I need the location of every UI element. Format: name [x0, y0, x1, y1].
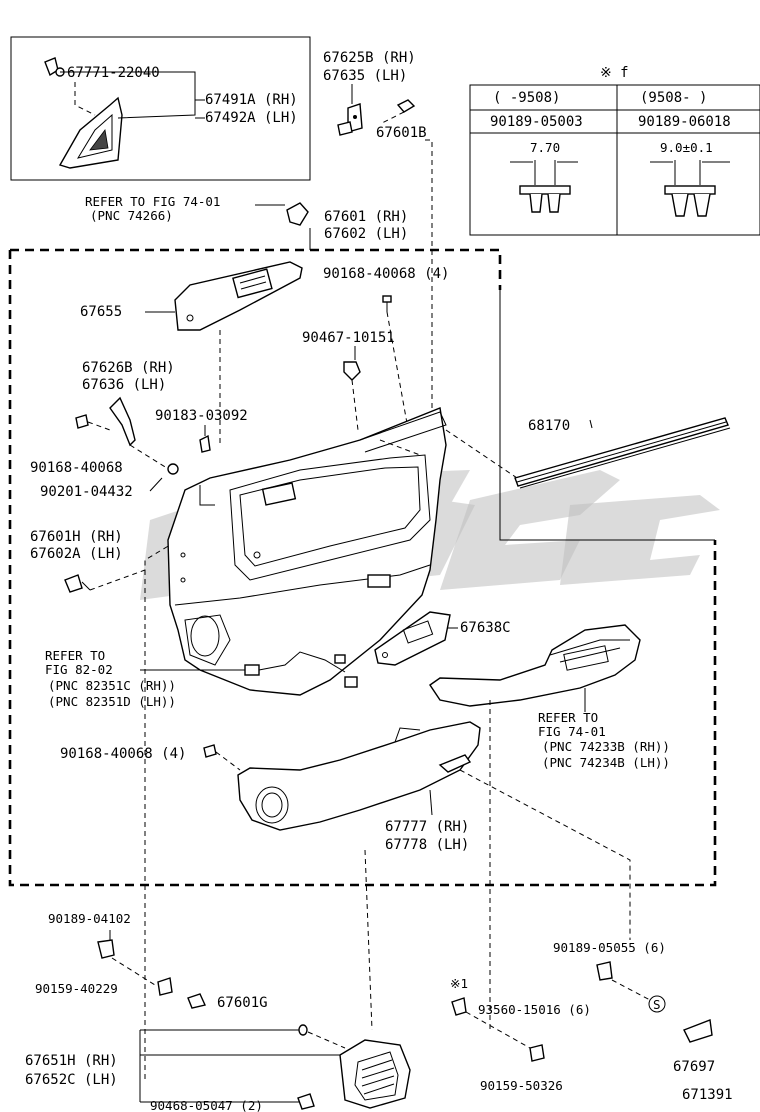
label-90168-top: 90168-40068 (4)	[323, 266, 449, 282]
clip-90183	[199, 434, 211, 453]
bracket-67625b	[337, 103, 363, 136]
door-panel-67601	[167, 407, 447, 696]
label-67638c: 67638C	[460, 620, 511, 636]
switch-base-74233b	[429, 624, 641, 707]
label-67601h: 67601H (RH)	[30, 529, 123, 545]
label-67697: 67697	[673, 1059, 715, 1075]
clip-67601b	[396, 99, 416, 113]
label-67778: 67778 (LH)	[385, 837, 469, 853]
spec-col2-header: (9508- )	[640, 90, 707, 106]
clip-67601h	[64, 574, 91, 593]
s-mark-circle	[648, 995, 666, 1013]
spec-col1-dim: 7.70	[530, 140, 560, 155]
label-67651h: 67651H (RH)	[25, 1053, 118, 1069]
label-93560: 93560-15016 (6)	[478, 1002, 591, 1017]
handle-74266	[286, 202, 309, 226]
label-67601b: 67601B	[376, 125, 427, 141]
bracket-67638c	[374, 611, 451, 666]
label-90189-04102: 90189-04102	[48, 911, 131, 926]
label-90183: 90183-03092	[155, 408, 248, 424]
label-67655: 67655	[80, 304, 122, 320]
label-67652c: 67652C (LH)	[25, 1072, 118, 1088]
screw-90159-50326	[529, 1044, 545, 1062]
leader	[60, 71, 196, 119]
label-67635: 67635 (LH)	[323, 68, 407, 84]
label-refer3-a: REFER TO	[538, 710, 598, 725]
harness-82351	[244, 651, 358, 688]
label-refer1-a: REFER TO FIG 74-01	[85, 194, 220, 209]
label-90468: 90468-05047 (2)	[150, 1098, 263, 1112]
label-s-mark: S	[653, 997, 661, 1012]
clip-93560	[451, 997, 467, 1016]
figure-number: 671391	[682, 1087, 733, 1103]
label-refer3-b: FIG 74-01	[538, 724, 606, 739]
label-67602a: 67602A (LH)	[30, 546, 123, 562]
spec-col1-header: ( -9508)	[493, 90, 560, 106]
label-67601: 67601 (RH)	[324, 209, 408, 225]
screw-90168-top	[382, 295, 392, 312]
label-90189-05055: 90189-05055 (6)	[553, 940, 666, 955]
label-90201: 90201-04432	[40, 484, 133, 500]
label-67491a: 67491A (RH)	[205, 92, 298, 108]
washer-90201	[167, 463, 179, 475]
clip-90189-05055	[596, 961, 613, 981]
label-67492a: 67492A (LH)	[205, 110, 298, 126]
bracket-67626b	[109, 396, 136, 447]
label-refer2-c: (PNC 82351C (RH))	[48, 678, 176, 693]
clip-90189-05003	[510, 160, 578, 213]
label-67602: 67602 (LH)	[324, 226, 408, 242]
label-refer2-a: REFER TO	[45, 648, 105, 663]
leader	[74, 82, 96, 116]
spec-col1-part: 90189-05003	[490, 114, 583, 130]
screw-90168-mid	[75, 414, 89, 429]
armrest-67777	[237, 721, 481, 831]
screw-90168-low	[203, 744, 217, 758]
spec-col2-part: 90189-06018	[638, 114, 731, 130]
clip-90468	[297, 1093, 315, 1110]
label-67636: 67636 (LH)	[82, 377, 166, 393]
clip-90189-06018	[650, 160, 730, 217]
label-67777: 67777 (RH)	[385, 819, 469, 835]
inset-box	[10, 36, 311, 181]
label-67626b: 67626B (RH)	[82, 360, 175, 376]
label-mark1: ※1	[450, 976, 468, 991]
label-90159-50326: 90159-50326	[480, 1078, 563, 1093]
panel-67655	[174, 261, 303, 331]
clip-67771	[44, 57, 65, 77]
label-90467: 90467-10151	[302, 330, 395, 346]
grille-67651h	[339, 1039, 411, 1109]
screw-90159-40229	[157, 977, 173, 996]
label-90168-low: 90168-40068 (4)	[60, 746, 186, 762]
label-refer2-b: FIG 82-02	[45, 662, 113, 677]
label-90168-mid: 90168-40068	[30, 460, 123, 476]
spec-mark: ※ f	[600, 65, 629, 81]
label-90159-40229: 90159-40229	[35, 981, 118, 996]
label-refer1-b: (PNC 74266)	[90, 208, 173, 223]
clip-90467	[343, 361, 361, 381]
label-68170: 68170	[528, 418, 570, 434]
label-refer2-d: (PNC 82351D (LH))	[48, 694, 176, 709]
clip-small-67651	[298, 1024, 308, 1036]
cap-67697	[683, 1019, 713, 1043]
clip-67601g	[187, 993, 206, 1009]
spec-table	[469, 84, 760, 236]
main-frame	[8, 248, 717, 887]
part-67491a-trim	[58, 96, 123, 169]
label-refer3-c: (PNC 74233B (RH))	[542, 739, 670, 754]
label-refer3-d: (PNC 74234B (LH))	[542, 755, 670, 770]
clip-90189-04102	[97, 939, 115, 959]
label-67625b: 67625B (RH)	[323, 50, 416, 66]
weatherstrip-68170	[514, 417, 731, 489]
label-67601g: 67601G	[217, 995, 268, 1011]
spec-col2-dim: 9.0±0.1	[660, 140, 713, 155]
label-67771: 67771-22040	[67, 65, 160, 81]
